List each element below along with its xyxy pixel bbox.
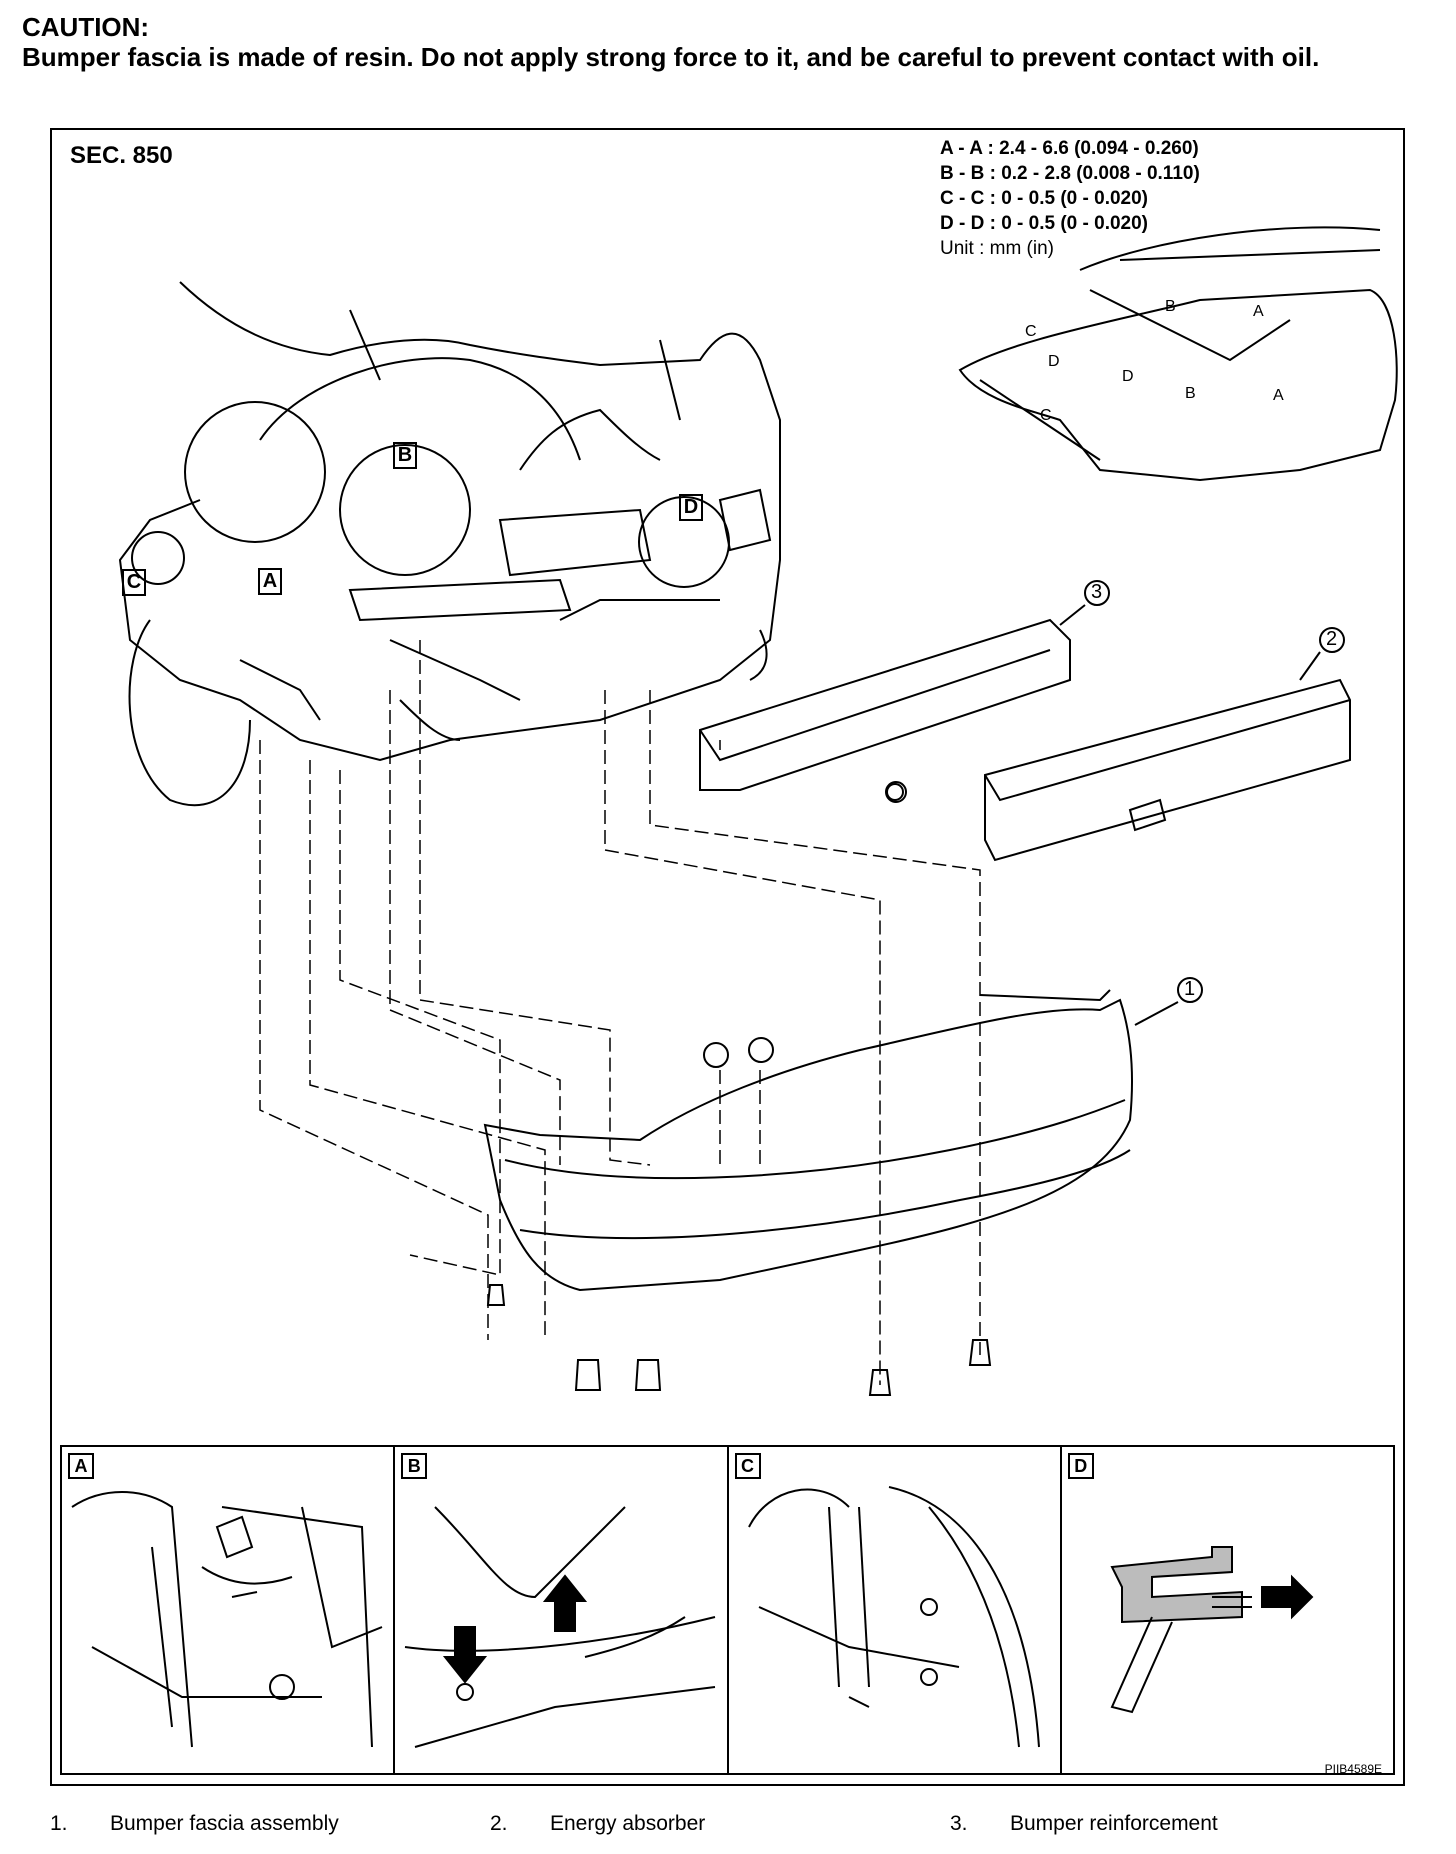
- inset-d-drawing: [1110, 1546, 1314, 1714]
- detail-insets: A B C: [60, 1445, 1395, 1775]
- caution-block: CAUTION: Bumper fascia is made of resin.…: [22, 12, 1442, 72]
- gap-a-bottom: A: [1273, 387, 1284, 404]
- legend-num-2: 2.: [490, 1812, 508, 1835]
- exploded-view: [118, 226, 1398, 1396]
- inset-a: A: [62, 1447, 396, 1773]
- gap-a-top: A: [1253, 303, 1264, 320]
- inset-b-label: B: [401, 1453, 428, 1479]
- detail-marker-a: A: [258, 568, 282, 595]
- callout-circles: [1059, 580, 1345, 1026]
- inset-d: D: [1062, 1447, 1393, 1773]
- inset-c: C: [729, 1447, 1062, 1773]
- section-number: SEC. 850: [70, 142, 173, 169]
- legend-item-1: 1. Bumper fascia assembly: [50, 1812, 339, 1836]
- vehicle-body: [118, 281, 781, 807]
- legend-num-1: 1.: [50, 1812, 68, 1835]
- unit-label: Unit : mm (in): [940, 238, 1054, 259]
- gap-b-top: B: [1165, 298, 1176, 315]
- bumper-fascia: [483, 989, 1133, 1292]
- legend-item-3: 3. Bumper reinforcement: [950, 1812, 1218, 1836]
- leader-lines: [259, 640, 981, 1385]
- figure-code: PIIB4589E: [1324, 1762, 1382, 1776]
- inset-a-label: A: [68, 1453, 94, 1479]
- gap-c-bottom: C: [1040, 407, 1052, 424]
- callout-2: 2: [1326, 628, 1338, 650]
- tolerance-c: C - C : 0 - 0.5 (0 - 0.020): [940, 188, 1149, 209]
- gap-d-right: D: [1122, 368, 1134, 385]
- detail-marker-b: B: [393, 442, 417, 469]
- legend-item-2: 2. Energy absorber: [490, 1812, 705, 1836]
- gap-b-bottom: B: [1185, 385, 1196, 402]
- tolerance-d: D - D : 0 - 0.5 (0 - 0.020): [940, 213, 1149, 234]
- inset-c-drawing: [747, 1486, 1040, 1748]
- detail-marker-d: D: [679, 494, 703, 521]
- caution-title: CAUTION:: [22, 12, 150, 42]
- detail-marker-c: C: [122, 569, 146, 596]
- callout-3: 3: [1091, 581, 1103, 603]
- legend-num-3: 3.: [950, 1812, 968, 1835]
- tolerance-a: A - A : 2.4 - 6.6 (0.094 - 0.260): [940, 138, 1199, 159]
- callout-1: 1: [1184, 978, 1196, 1000]
- legend-text-3: Bumper reinforcement: [1010, 1812, 1218, 1835]
- energy-absorber: [984, 678, 1351, 862]
- gap-d-left: D: [1048, 353, 1060, 370]
- detail-circles: [131, 401, 730, 588]
- caution-text: Bumper fascia is made of resin. Do not a…: [22, 42, 1320, 72]
- legend-text-2: Energy absorber: [550, 1812, 706, 1835]
- inset-d-label: D: [1067, 1453, 1094, 1479]
- tolerance-b: B - B : 0.2 - 2.8 (0.008 - 0.110): [940, 163, 1200, 184]
- diagram-frame: [50, 128, 1405, 1786]
- inset-b: B: [395, 1447, 729, 1773]
- inset-c-label: C: [734, 1453, 761, 1479]
- gap-c-top: C: [1025, 323, 1037, 340]
- fasteners: [486, 781, 992, 1396]
- legend-text-1: Bumper fascia assembly: [110, 1812, 339, 1835]
- tolerance-inset-car: [958, 226, 1398, 482]
- tolerance-table: A - A : 2.4 - 6.6 (0.094 - 0.260) B - B …: [940, 136, 1200, 261]
- bumper-reinforcement: [699, 618, 1071, 801]
- inset-a-drawing: [71, 1491, 383, 1748]
- inset-b-drawing: [405, 1506, 716, 1748]
